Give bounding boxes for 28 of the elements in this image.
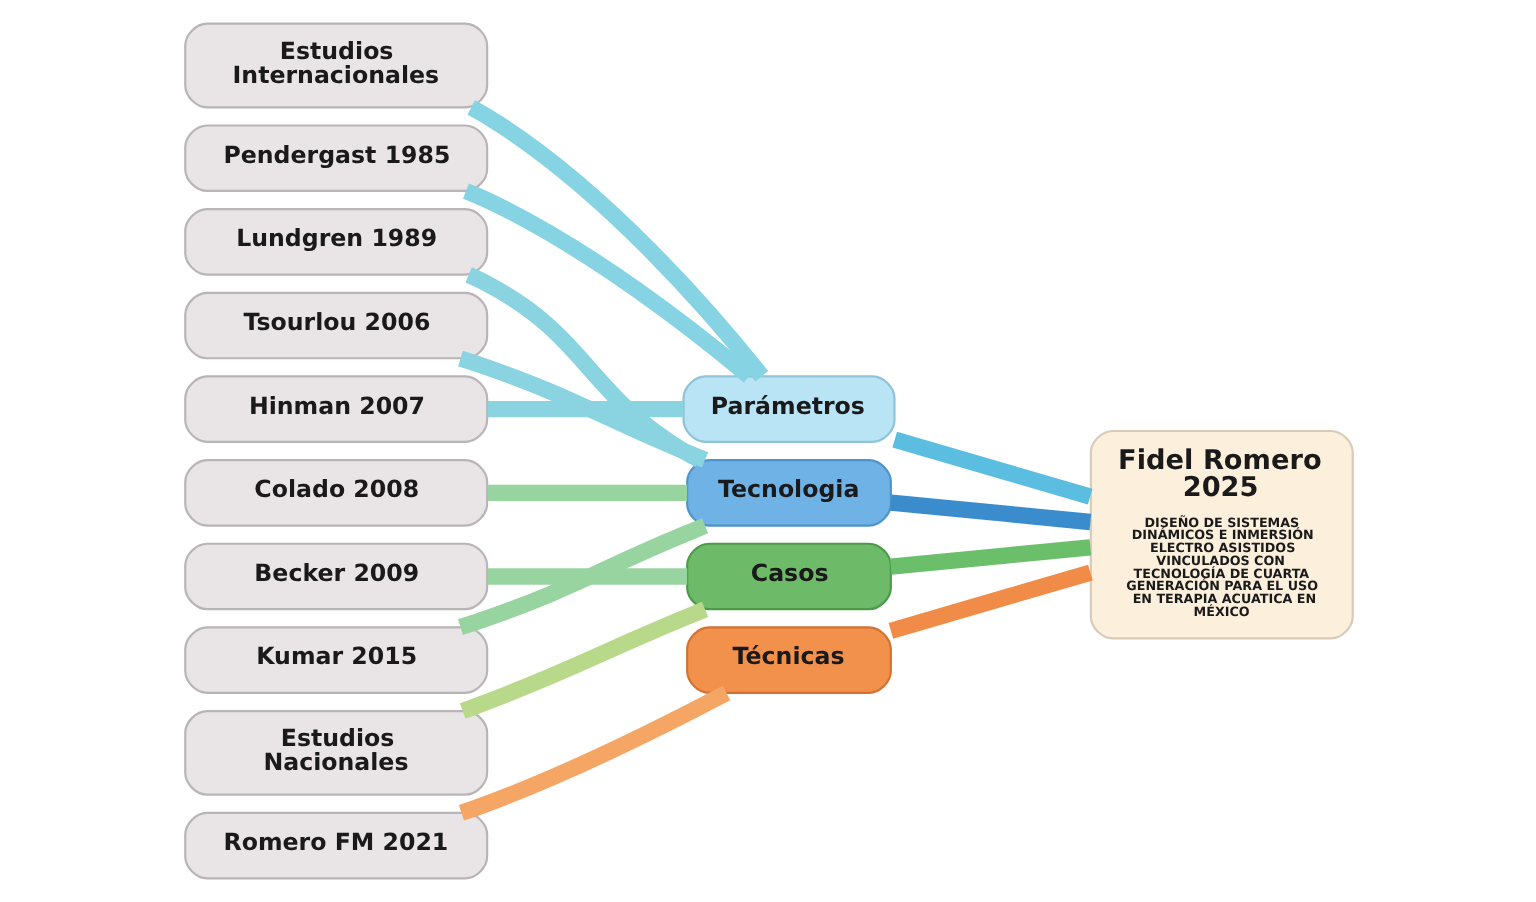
node-box: Kumar 2015 xyxy=(183,626,488,694)
node-box: Estudios Internacionales xyxy=(183,22,488,109)
node-box: Tecnologia xyxy=(685,459,891,527)
node-box: Parámetros xyxy=(681,375,895,443)
node-box: Estudios Nacionales xyxy=(183,709,488,796)
node-box: Colado 2008 xyxy=(183,459,488,527)
connector xyxy=(486,568,687,585)
connector xyxy=(458,601,708,719)
connector xyxy=(486,401,682,418)
node-box: Tsourlou 2006 xyxy=(183,291,488,360)
node-box: Romero FM 2021 xyxy=(183,811,488,880)
node-box: Técnicas xyxy=(685,626,891,694)
connector xyxy=(466,100,768,382)
node-box: Becker 2009 xyxy=(183,542,488,611)
connector xyxy=(889,494,1091,531)
connector xyxy=(457,350,708,468)
connector xyxy=(457,685,730,821)
node-box: Pendergast 1985 xyxy=(183,124,488,193)
node-box: Casos xyxy=(685,542,891,611)
node-box: Lundgren 1989 xyxy=(183,208,488,276)
connector xyxy=(464,267,703,468)
connector xyxy=(457,518,708,635)
node-box: Hinman 2007 xyxy=(183,375,488,443)
connector xyxy=(486,484,687,501)
connector xyxy=(889,539,1091,575)
connector xyxy=(461,183,754,383)
connector xyxy=(891,431,1092,505)
connector xyxy=(887,564,1092,639)
